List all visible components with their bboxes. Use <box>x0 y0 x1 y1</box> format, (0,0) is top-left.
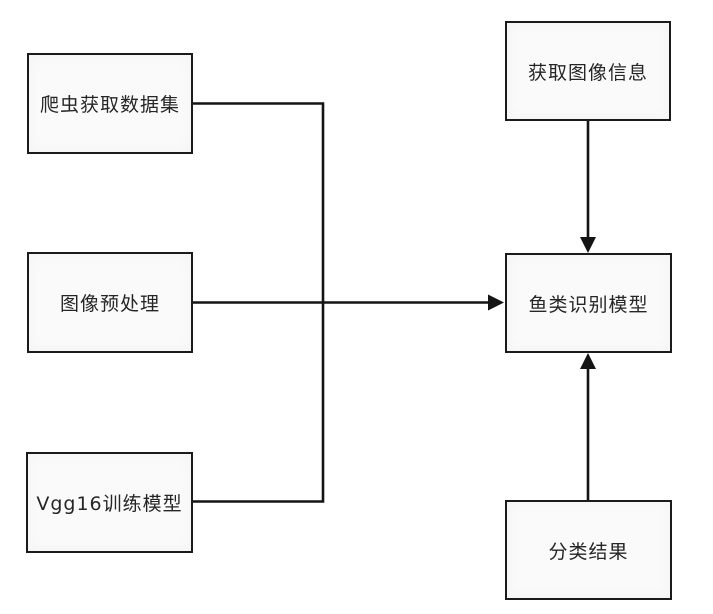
arrowhead-right-icon <box>488 294 504 311</box>
node-label: 图像预处理 <box>59 293 160 315</box>
node-fish-recognition-model: 鱼类识别模型 <box>505 253 672 353</box>
node-label: 爬虫获取数据集 <box>39 94 180 116</box>
node-label: 分类结果 <box>548 540 629 563</box>
node-image-preprocessing: 图像预处理 <box>27 252 193 353</box>
node-label: 获取图像信息 <box>527 61 648 84</box>
node-crawler-dataset: 爬虫获取数据集 <box>27 53 193 154</box>
node-vgg16-training-model: Vgg16训练模型 <box>26 452 193 553</box>
arrowhead-down-icon <box>580 237 596 253</box>
node-acquire-image-info: 获取图像信息 <box>505 21 671 121</box>
node-classification-result: 分类结果 <box>505 500 672 600</box>
node-label: Vgg16训练模型 <box>36 493 183 515</box>
node-label: 鱼类识别模型 <box>528 293 649 316</box>
arrowhead-up-icon <box>580 353 596 369</box>
